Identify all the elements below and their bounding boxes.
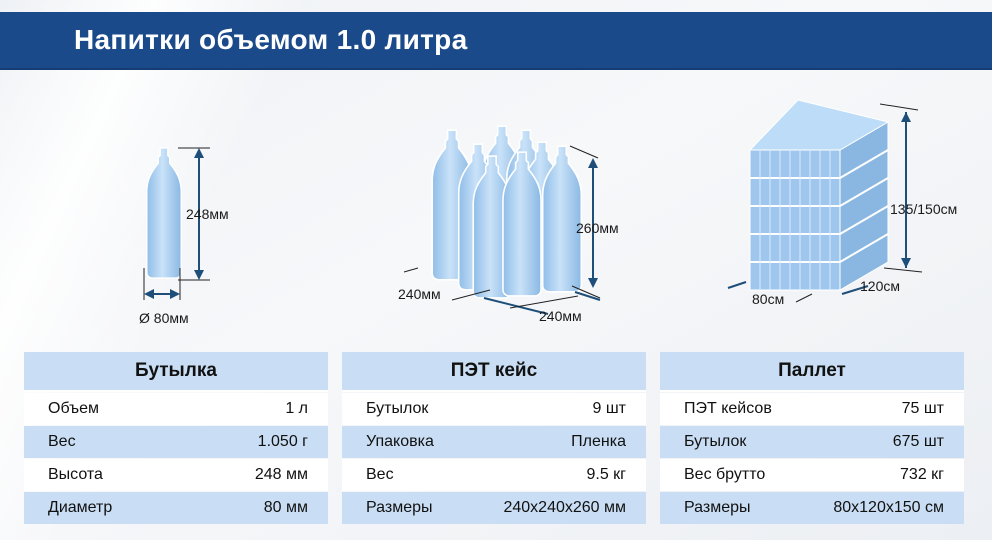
- row-label: Вес: [366, 466, 394, 483]
- row-value: 1 л: [285, 400, 308, 417]
- table-row: Высота 248 мм: [24, 459, 328, 491]
- table-row: Диаметр 80 мм: [24, 492, 328, 524]
- page-title: Напитки объемом 1.0 литра: [74, 24, 468, 55]
- row-label: Упаковка: [366, 433, 434, 450]
- row-label: Размеры: [684, 499, 751, 516]
- table-row: Бутылок 675 шт: [660, 426, 964, 458]
- pallet-height-label: 135/150см: [890, 201, 958, 217]
- case-height-label: 260мм: [576, 220, 619, 236]
- pallet-depth-label: 120см: [860, 278, 900, 294]
- bottle-illustration: [143, 147, 210, 300]
- table-row: Вес 9.5 кг: [342, 459, 646, 491]
- table-row: Бутылок 9 шт: [342, 393, 646, 425]
- row-label: ПЭТ кейсов: [684, 400, 772, 417]
- table-row: Размеры 240x240x260 мм: [342, 492, 646, 524]
- table-row: Объем 1 л: [24, 393, 328, 425]
- bottle-height-label: 248мм: [186, 206, 229, 222]
- case-specs-table: ПЭТ кейс Бутылок 9 шт Упаковка Пленка Ве…: [342, 352, 646, 524]
- row-value: 732 кг: [900, 466, 944, 483]
- row-label: Вес: [48, 433, 76, 450]
- row-label: Размеры: [366, 499, 433, 516]
- row-value: 240x240x260 мм: [503, 499, 626, 516]
- row-value: 75 шт: [901, 400, 944, 417]
- bottle-specs-table: Бутылка Объем 1 л Вес 1.050 г Высота 248…: [24, 352, 328, 524]
- row-value: 80x120x150 см: [833, 499, 944, 516]
- case-width-right-label: 240мм: [539, 308, 582, 324]
- table-row: Упаковка Пленка: [342, 426, 646, 458]
- row-label: Высота: [48, 466, 103, 483]
- row-label: Вес брутто: [684, 466, 766, 483]
- pallet-specs-table: Паллет ПЭТ кейсов 75 шт Бутылок 675 шт В…: [660, 352, 964, 524]
- case-width-left-label: 240мм: [398, 286, 441, 302]
- table-row: Размеры 80x120x150 см: [660, 492, 964, 524]
- row-value: 80 мм: [263, 499, 308, 516]
- row-label: Объем: [48, 400, 99, 417]
- table-title: Паллет: [660, 352, 964, 392]
- table-title: Бутылка: [24, 352, 328, 392]
- row-value: 9 шт: [592, 400, 626, 417]
- row-value: Пленка: [571, 433, 626, 450]
- page-header: Напитки объемом 1.0 литра: [0, 12, 992, 68]
- table-row: ПЭТ кейсов 75 шт: [660, 393, 964, 425]
- row-label: Диаметр: [48, 499, 113, 516]
- pallet-illustration: [727, 99, 923, 303]
- table-title: ПЭТ кейс: [342, 352, 646, 392]
- row-value: 9.5 кг: [586, 466, 626, 483]
- row-value: 248 мм: [254, 466, 308, 483]
- pallet-width-label: 80см: [752, 291, 785, 307]
- row-label: Бутылок: [366, 400, 429, 417]
- case-illustration: [403, 125, 601, 315]
- row-label: Бутылок: [684, 433, 747, 450]
- row-value: 1.050 г: [257, 433, 308, 450]
- table-row: Вес брутто 732 кг: [660, 459, 964, 491]
- row-value: 675 шт: [892, 433, 944, 450]
- table-row: Вес 1.050 г: [24, 426, 328, 458]
- bottle-diameter-label: Ø 80мм: [139, 310, 189, 326]
